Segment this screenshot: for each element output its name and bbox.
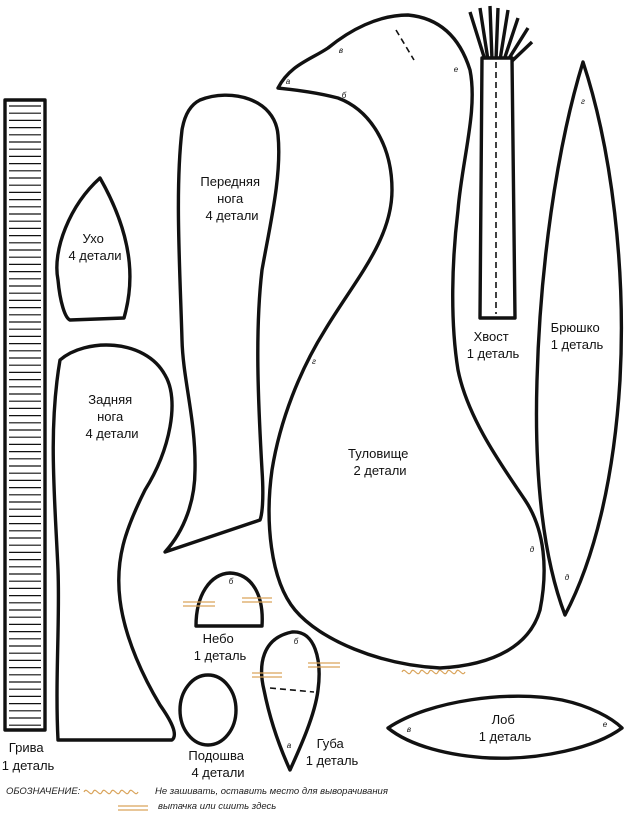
- mark-v-torso: в: [339, 46, 343, 55]
- forehead-piece: [386, 694, 624, 760]
- legend-title: ОБОЗНАЧЕНИЕ:: [6, 786, 81, 797]
- torso-label: Туловище 2 детали: [348, 446, 412, 478]
- hind-leg-piece: [51, 343, 177, 742]
- front-leg-piece: [163, 93, 281, 554]
- mark-g-torso: г: [312, 357, 316, 366]
- belly-piece: [534, 60, 624, 617]
- belly-label: Брюшко 1 деталь: [551, 320, 604, 352]
- palate-label: Небо 1 деталь: [194, 631, 247, 663]
- legend-no-sew-mark: [83, 789, 139, 795]
- lip-label: Губа 1 деталь: [306, 736, 359, 768]
- sole-piece: [178, 673, 238, 747]
- legend-no-sew-text: Не зашивать, оставить место для выворачи…: [155, 786, 388, 797]
- sewing-marks: [183, 597, 466, 678]
- mark-b-torso: б: [342, 91, 347, 100]
- mane-piece: [3, 98, 47, 732]
- lip-dart: [269, 687, 315, 693]
- sole-label: Подошва 4 детали: [188, 748, 247, 780]
- mane-label: Грива 1 деталь: [2, 740, 55, 773]
- mark-e-forehead: е: [603, 720, 608, 729]
- lip-piece: [260, 630, 321, 772]
- mark-b-palate: б: [229, 577, 234, 586]
- mark-d-torso: д: [530, 545, 535, 554]
- mark-v-forehead: в: [407, 725, 411, 734]
- mark-b-lip: б: [294, 637, 299, 646]
- mane-ticks: [9, 105, 41, 726]
- tail-piece: [468, 5, 534, 320]
- torso-dart: [395, 29, 415, 61]
- mark-a-torso: а: [286, 77, 291, 86]
- legend-dart-text: вытачка или сшить здесь: [158, 801, 277, 812]
- ear-label: Ухо 4 детали: [68, 231, 121, 263]
- hind-leg-label: Задняя нога 4 детали: [85, 392, 138, 441]
- tail-label: Хвост 1 деталь: [467, 329, 520, 361]
- mark-a-lip: а: [287, 741, 292, 750]
- forehead-label: Лоб 1 деталь: [479, 712, 532, 744]
- palate-piece: [194, 571, 264, 628]
- ear-piece: [55, 176, 132, 322]
- mark-g-belly: г: [581, 97, 585, 106]
- front-leg-label: Передняя нога 4 детали: [200, 174, 263, 223]
- mark-d-belly: д: [565, 573, 570, 582]
- torso-piece: [267, 13, 546, 670]
- mark-e-torso: е: [454, 65, 459, 74]
